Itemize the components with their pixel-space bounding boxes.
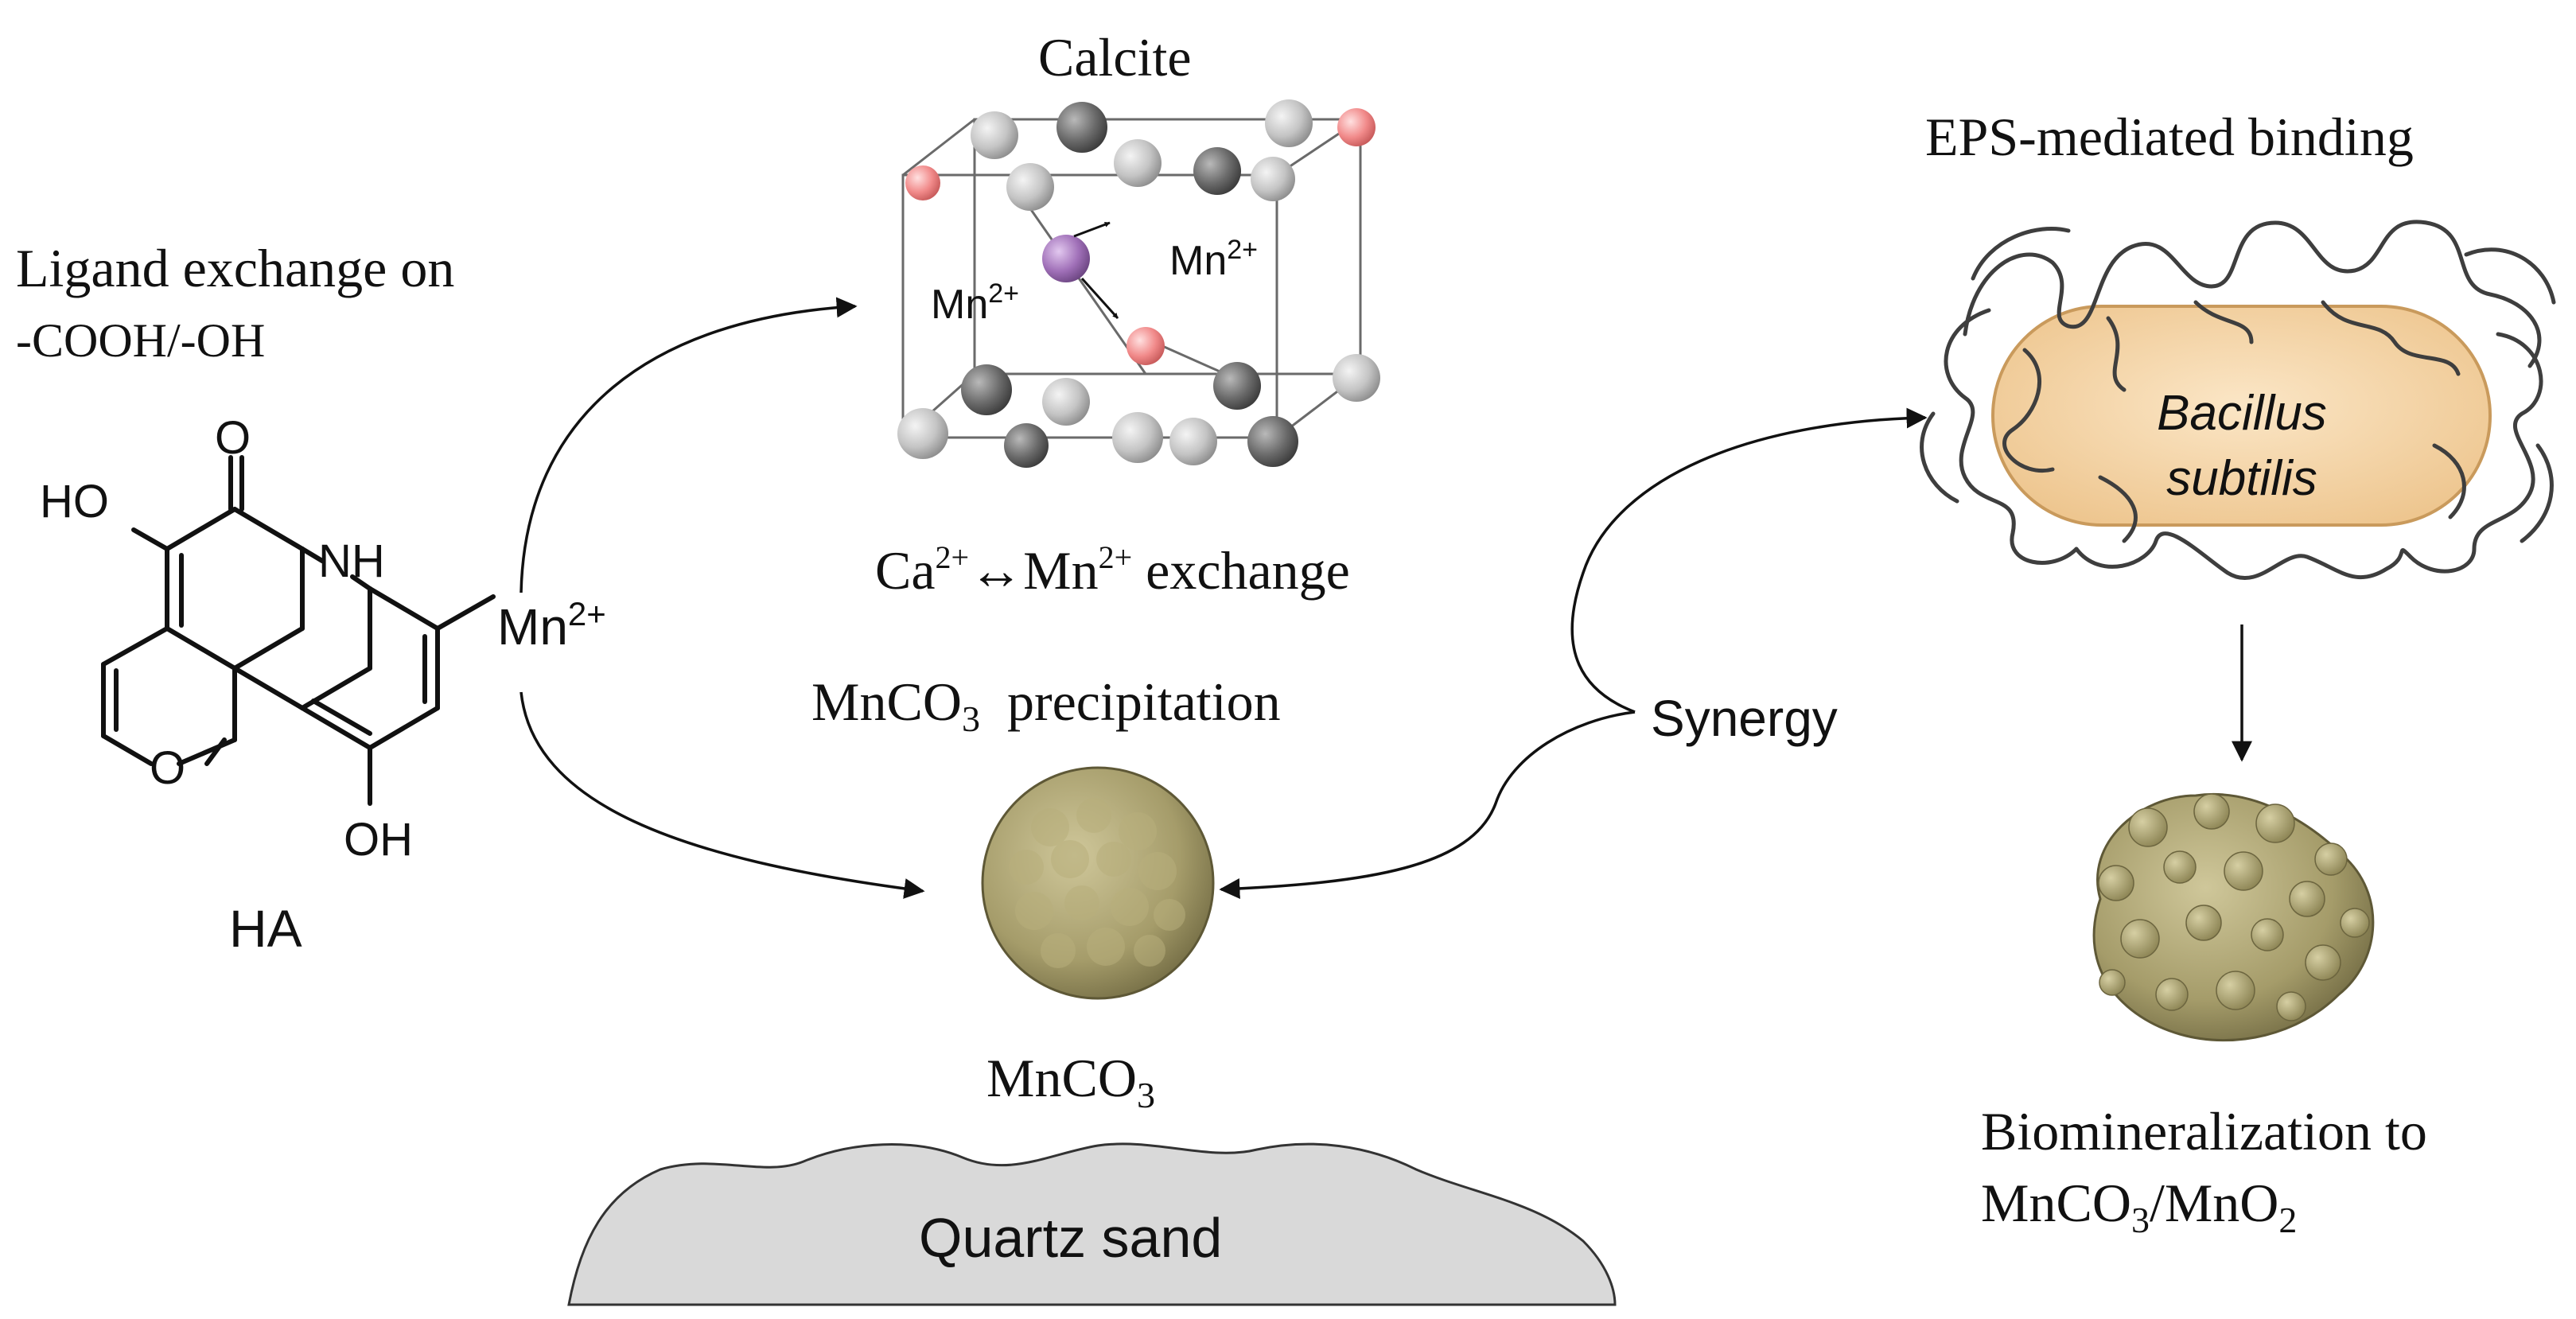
ca-mn-exchange-label: Ca2+↔Mn2+ exchange bbox=[875, 539, 1350, 601]
mnco3-particle bbox=[981, 766, 1215, 1000]
calcite-mn-left: Mn2+ bbox=[931, 278, 1019, 328]
biomineral-panel: Biomineralization to MnCO3/MnO2 bbox=[1981, 793, 2427, 1240]
biomineral-particle bbox=[2092, 793, 2375, 1042]
calcite-mn-right: Mn2+ bbox=[1169, 235, 1258, 284]
synergy-label: Synergy bbox=[1651, 690, 1838, 747]
biomineral-label-line1: Biomineralization to bbox=[1981, 1101, 2427, 1161]
ligand-functional-groups: -COOH/-OH bbox=[16, 314, 265, 367]
calcite-title: Calcite bbox=[1038, 27, 1192, 88]
mn-ion-label: Mn2+ bbox=[497, 595, 606, 656]
ligand-exchange-panel: Ligand exchange on -COOH/-OH bbox=[16, 238, 606, 958]
mn-ion-sphere bbox=[1042, 235, 1090, 282]
arrow-to-mnco3 bbox=[519, 691, 925, 899]
ha-structure bbox=[101, 455, 496, 806]
atom-o-top: O bbox=[215, 412, 251, 464]
synergy-arrow-to-mnco3 bbox=[1219, 710, 1636, 899]
eps-strands bbox=[1920, 220, 2556, 581]
calcite-panel: Calcite bbox=[875, 27, 1380, 601]
quartz-sand-label: Quartz sand bbox=[919, 1207, 1222, 1269]
eps-title: EPS-mediated binding bbox=[1925, 107, 2414, 167]
mnco3-label: MnCO3 bbox=[986, 1048, 1155, 1115]
synergy-arrow-to-bacterium bbox=[1570, 407, 1928, 714]
atom-nh: NH bbox=[318, 535, 385, 587]
ha-compound-label: HA bbox=[229, 899, 302, 958]
biomineral-label-line2: MnCO3/MnO2 bbox=[1981, 1173, 2297, 1240]
synergy-panel: Synergy bbox=[1219, 407, 1928, 899]
atom-ho: HO bbox=[40, 476, 109, 527]
bacterium-species-line2: subtilis bbox=[2166, 451, 2317, 506]
quartz-sand: Quartz sand bbox=[567, 1142, 1617, 1306]
atom-oh: OH bbox=[344, 814, 413, 866]
precipitation-title: MnCO3 precipitation bbox=[811, 671, 1281, 739]
bacterium-species-line1: Bacillus bbox=[2157, 386, 2327, 441]
eps-panel: EPS-mediated binding Bacillus subtilis bbox=[1920, 107, 2556, 762]
atom-o-ring: O bbox=[150, 742, 185, 794]
calcite-lattice bbox=[897, 99, 1380, 468]
arrow-to-calcite bbox=[519, 297, 858, 593]
precipitation-panel: MnCO3 precipitation MnCO3 bbox=[811, 671, 1281, 1115]
ligand-exchange-title: Ligand exchange on bbox=[16, 238, 454, 298]
